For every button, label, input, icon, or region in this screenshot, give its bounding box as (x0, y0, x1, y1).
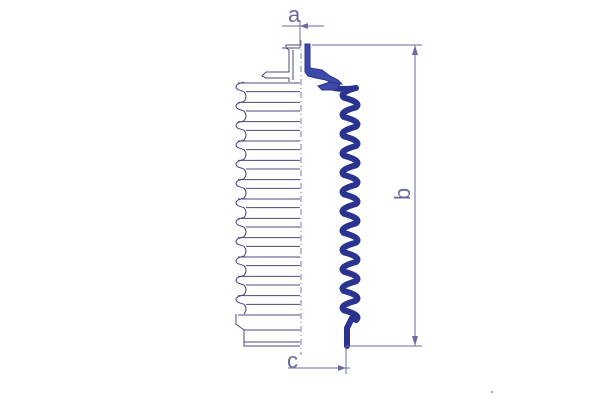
dimension-a-label: a (288, 2, 301, 27)
dimension-c-arrow (338, 365, 346, 371)
dimension-b-label: b (390, 188, 415, 200)
dimension-a (282, 20, 324, 48)
dimension-b (312, 44, 422, 347)
boot-cross-section (304, 43, 361, 349)
boot-neck (261, 44, 300, 82)
bellows-folds (235, 81, 300, 316)
section-wall (331, 85, 361, 349)
dimension-c-label: c (287, 348, 298, 373)
section-neck (304, 43, 344, 85)
dimension-c (288, 346, 350, 374)
section-neck-lip (317, 81, 341, 91)
dimension-b-arrow-top (412, 45, 418, 55)
dimension-b-arrow-bottom (412, 336, 418, 346)
dimension-a-arrow (300, 23, 308, 29)
boot-outline-view (235, 44, 300, 347)
bellows-rib-profile (235, 81, 247, 315)
corner-mark (491, 391, 493, 393)
